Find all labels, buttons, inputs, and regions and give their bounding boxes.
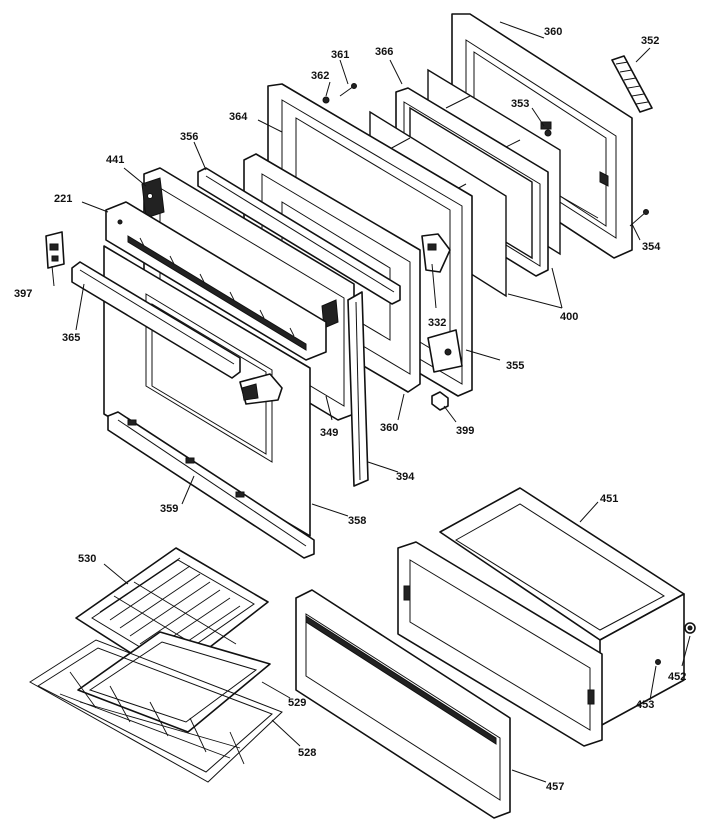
callout-394: 394 [396, 471, 415, 483]
leader-lines [51, 21, 691, 783]
callout-364: 364 [229, 111, 248, 123]
washer [322, 96, 330, 104]
door-spacer-block [431, 391, 449, 411]
callout-359: 359 [160, 503, 178, 515]
oven-rack [29, 639, 283, 783]
callout-530: 530 [78, 553, 96, 565]
callout-452: 452 [668, 671, 686, 683]
door-side-bracket [45, 231, 65, 269]
callout-366: 366 [375, 46, 393, 58]
callout-441: 441 [106, 154, 124, 166]
callout-355: 355 [506, 360, 524, 372]
callout-365: 365 [62, 332, 80, 344]
callout-528: 528 [298, 747, 316, 759]
door-top-trim [105, 201, 327, 361]
latch-handle [239, 373, 283, 405]
screw [629, 209, 649, 227]
callout-451: 451 [600, 493, 618, 505]
callout-352: 352 [641, 35, 659, 47]
callout-349: 349 [320, 427, 338, 439]
callout-353: 353 [511, 98, 529, 110]
callout-221: 221 [54, 193, 72, 205]
callout-399: 399 [456, 425, 474, 437]
door-back-panel [451, 13, 633, 259]
door-bottom-trim [107, 411, 315, 559]
broiler-pan [77, 631, 271, 733]
callout-361: 361 [331, 49, 349, 61]
door-top-channel [197, 167, 401, 305]
door-handle [71, 261, 241, 379]
callout-529: 529 [288, 697, 306, 709]
callout-457: 457 [546, 781, 564, 793]
callout-397: 397 [14, 288, 32, 300]
drawer-body [397, 487, 685, 747]
callout-362: 362 [311, 70, 329, 82]
callout-360-back-panel: 360 [544, 26, 562, 38]
hinge-bracket [611, 55, 653, 113]
callout-354: 354 [642, 241, 661, 253]
screw [339, 83, 357, 97]
callout-labels: 360 352 361 366 362 353 364 356 441 221 … [14, 26, 686, 793]
door-side-channel [347, 291, 369, 487]
callout-360-insulation: 360 [380, 422, 398, 434]
drawer-front-panel [295, 589, 511, 819]
callout-358: 358 [348, 515, 366, 527]
callout-400: 400 [560, 311, 578, 323]
drawer-roller [684, 622, 696, 634]
callout-453: 453 [636, 699, 654, 711]
callout-332: 332 [428, 317, 446, 329]
callout-356: 356 [180, 131, 198, 143]
